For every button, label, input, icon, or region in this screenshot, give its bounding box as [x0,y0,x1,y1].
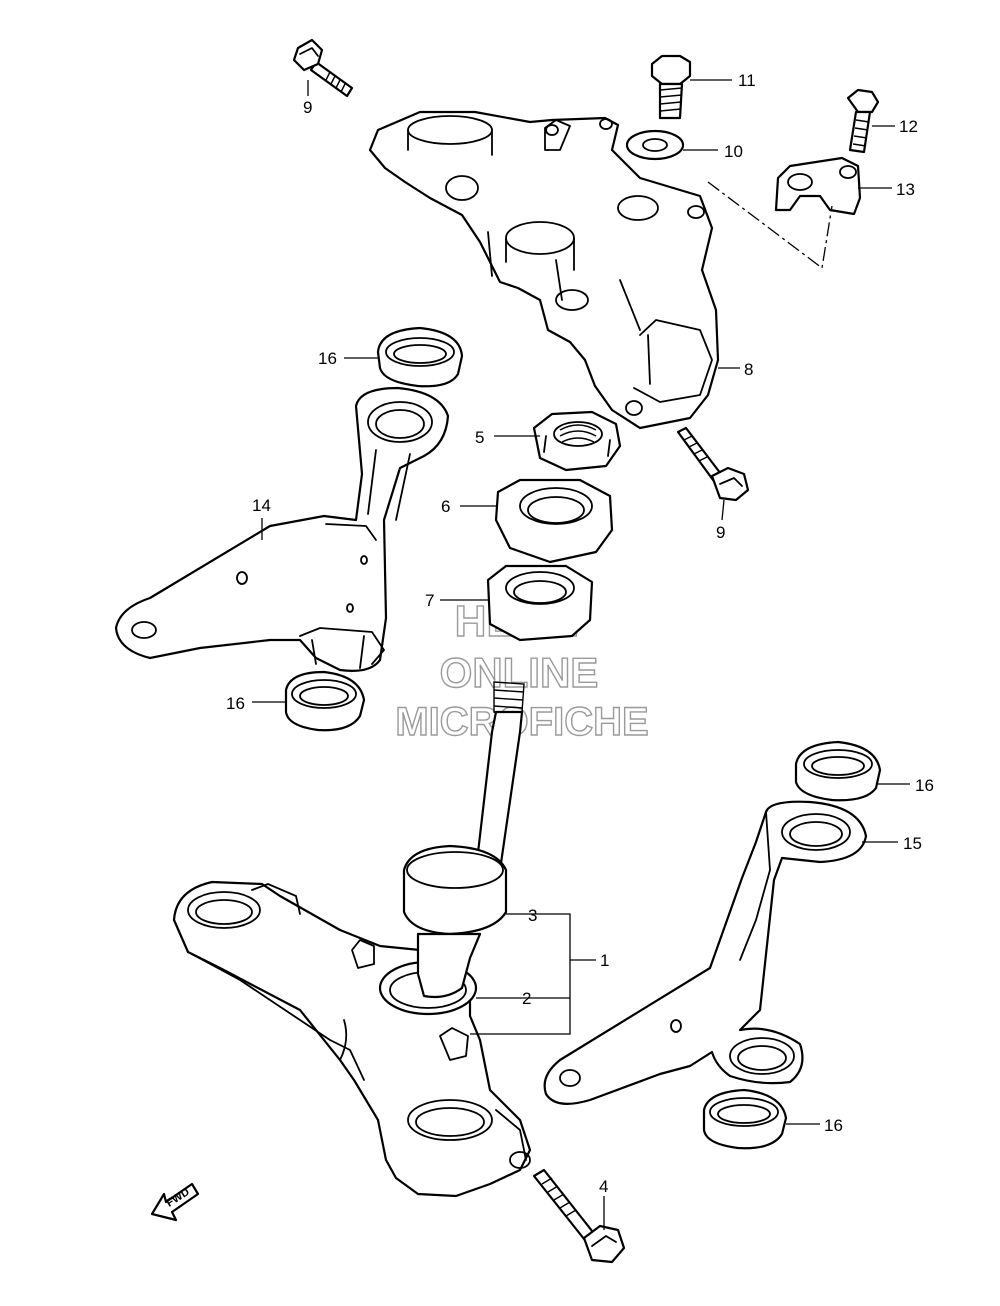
part-10-washer [625,129,685,161]
callout-16-upper-left: 16 [318,349,337,368]
part-7-bearing [486,564,594,642]
callout-16-right-lower: 16 [824,1116,843,1135]
alignment-line-13-to-8 [707,181,833,270]
leader-lines [252,79,910,1230]
callout-15: 15 [903,834,922,853]
part-13-holder-cap [774,156,862,216]
callout-13: 13 [896,180,915,199]
part-5-stem-nut [532,410,622,472]
callout-6: 6 [441,497,450,516]
callout-4: 4 [599,1177,608,1196]
part-16-grommet-middle-left [284,670,366,732]
part-6-dust-seal [494,478,614,564]
part-16-grommet-upper-left [376,326,464,388]
part-14-bracket-left [114,386,450,672]
part-16-grommet-right-lower [702,1088,788,1150]
part-1-steering-stem-lower-bracket [172,681,532,1198]
callout-12: 12 [899,117,918,136]
part-4-bolt [532,1168,626,1264]
callout-14: 14 [252,496,271,515]
part-9-bolt-upper [292,38,354,98]
callout-11: 11 [738,71,756,90]
callout-7: 7 [425,591,434,610]
callout-3: 3 [528,906,537,925]
part-15-bracket-right [543,800,868,1105]
part-12-bolt [846,88,880,154]
part-16-grommet-right-upper [794,740,882,802]
callout-8: 8 [744,360,753,379]
part-8-upper-bracket [368,110,720,430]
callout-9-upper: 9 [303,98,312,117]
part-11-bolt [650,54,692,120]
watermark-line-2: ONLINE [440,649,599,696]
part-9-bolt-lower [676,426,750,502]
callout-9-lower: 9 [716,523,725,542]
callout-16-right-upper: 16 [915,776,934,795]
callout-10: 10 [724,142,743,161]
callout-1: 1 [600,951,609,970]
forward-direction-arrow: FWD [150,1182,200,1222]
callout-5: 5 [475,428,484,447]
callout-16-middle-left: 16 [226,694,245,713]
callout-labels: 11 10 12 13 8 5 6 7 9 9 16 14 16 16 15 1… [226,71,934,1196]
callout-2: 2 [522,989,531,1008]
